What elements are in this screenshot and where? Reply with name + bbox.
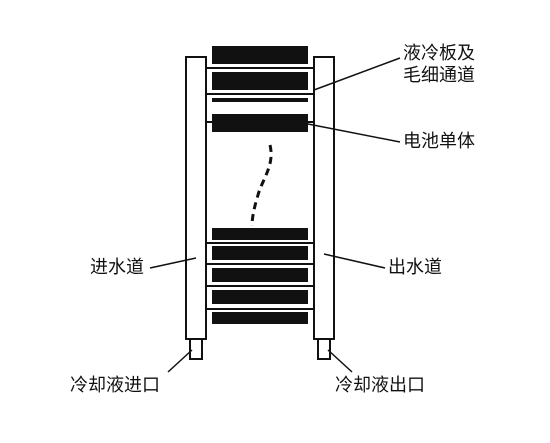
leader-inlet-channel (149, 257, 197, 269)
leader-outlet-channel (323, 253, 386, 269)
label-coolant-inlet: 冷却液进口 (70, 375, 160, 396)
battery-cell-bottom-5 (212, 312, 308, 324)
inlet-pipe-stub (189, 338, 203, 360)
continuation-dash (250, 144, 273, 227)
leader-coolant-inlet (167, 349, 193, 373)
outlet-pipe-stub (317, 338, 331, 360)
leader-coolant-outlet (327, 349, 353, 373)
label-cold-plate-line1: 液冷板及 (403, 43, 475, 64)
battery-cell-top-2 (212, 72, 308, 90)
inlet-channel-tube (185, 56, 207, 340)
label-outlet-channel: 出水道 (388, 257, 442, 278)
leader-battery-cell (307, 123, 401, 143)
battery-cell-bottom-3 (212, 268, 308, 282)
label-inlet-channel: 进水道 (90, 257, 144, 278)
label-battery-cell: 电池单体 (403, 131, 475, 152)
battery-cell-bottom-4 (212, 290, 308, 304)
battery-cell-bottom-2 (212, 246, 308, 260)
battery-cell-top-3 (212, 98, 308, 102)
leader-cold-plate (313, 57, 401, 91)
label-coolant-outlet: 冷却液出口 (335, 375, 425, 396)
battery-cell-top-4 (212, 114, 308, 132)
battery-cell-top-1 (212, 46, 308, 64)
label-cold-plate-line2: 毛细通道 (403, 65, 475, 86)
battery-cell-bottom-1 (212, 228, 308, 240)
outlet-channel-tube (313, 56, 335, 340)
